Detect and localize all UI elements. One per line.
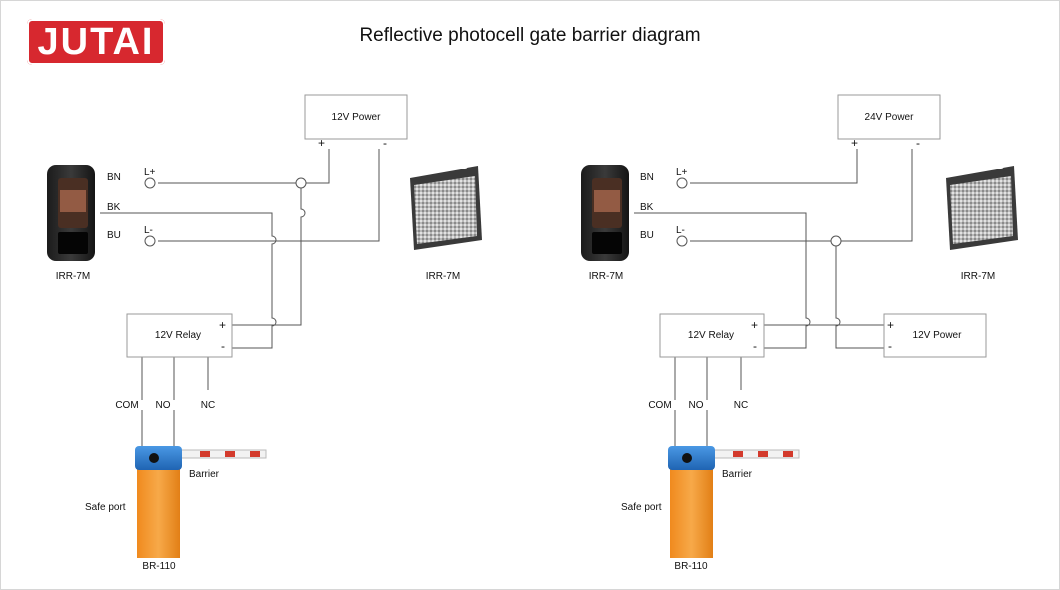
power-plus-left: + xyxy=(318,136,325,150)
reflector-label-right: IRR-7M xyxy=(961,271,995,282)
relay-output-no-right: NO xyxy=(689,400,704,411)
jutai-logo: JUTAI xyxy=(27,19,165,65)
relay-output-no-left: NO xyxy=(156,400,171,411)
left-diagram xyxy=(100,149,380,446)
terminal-lplus-left xyxy=(144,177,156,189)
right-diagram xyxy=(634,149,913,446)
reflector-label-left: IRR-7M xyxy=(426,271,460,282)
wire-bk-right xyxy=(634,212,811,349)
photocell-label-right: IRR-7M xyxy=(589,271,623,282)
wire-label-bk-left: BK xyxy=(107,202,121,213)
relay-power-label-right: 12V Power xyxy=(913,330,963,341)
relay-output-com-left: COM xyxy=(115,400,138,411)
relay-output-nc-right: NC xyxy=(734,400,748,411)
power-minus-left: - xyxy=(383,136,387,150)
barrier-model-right: BR-110 xyxy=(674,561,708,572)
wire-bu-left xyxy=(158,149,380,242)
barrier-label-left: Barrier xyxy=(189,469,220,480)
reflector-right xyxy=(946,163,1018,250)
relay-box-left xyxy=(126,313,233,358)
power-box-right xyxy=(837,94,941,140)
terminal-label-lplus-right: L+ xyxy=(676,167,688,178)
barrier-right xyxy=(668,446,800,558)
photocell-label-left: IRR-7M xyxy=(56,271,90,282)
wire-bn-left xyxy=(158,149,330,184)
wire-label-bn-left: BN xyxy=(107,172,121,183)
terminal-lplus-right xyxy=(676,177,688,189)
safe-port-label-right: Safe port xyxy=(621,502,662,513)
relay-output-nc-left: NC xyxy=(201,400,215,411)
terminal-label-lminus-right: L- xyxy=(676,225,685,236)
wire-label-bk-right: BK xyxy=(640,202,654,213)
relay-output-com-right: COM xyxy=(648,400,671,411)
wire-bu-right xyxy=(690,149,913,242)
terminal-lminus-right xyxy=(676,235,688,247)
diagram-title: Reflective photocell gate barrier diagra… xyxy=(359,25,701,46)
relay-label-right: 12V Relay xyxy=(688,330,734,341)
junction-left xyxy=(295,177,307,189)
photocell-right xyxy=(581,165,629,261)
relay-box-right xyxy=(659,313,765,358)
wire-label-bn-right: BN xyxy=(640,172,654,183)
barrier-label-right: Barrier xyxy=(722,469,753,480)
relay-label-left: 12V Relay xyxy=(155,330,201,341)
power-minus-right: - xyxy=(916,136,920,150)
power-box-left xyxy=(304,94,408,140)
wire-bk-left xyxy=(100,212,277,349)
relay-plus-left: + xyxy=(219,318,226,332)
terminal-lminus-left xyxy=(144,235,156,247)
relay-minus-left: - xyxy=(221,339,225,353)
logo-text: JUTAI xyxy=(37,21,155,63)
wire-label-bu-right: BU xyxy=(640,230,654,241)
reflector-left xyxy=(410,163,482,250)
safe-port-label-left: Safe port xyxy=(85,502,126,513)
relay-minus-right: - xyxy=(753,339,757,353)
barrier-left xyxy=(135,446,267,558)
barrier-model-left: BR-110 xyxy=(142,561,176,572)
terminal-label-lminus-left: L- xyxy=(144,225,153,236)
terminal-label-lplus-left: L+ xyxy=(144,167,156,178)
wire-power-relay-left xyxy=(232,183,306,326)
photocell-left xyxy=(47,165,95,261)
power-plus-right: + xyxy=(851,136,858,150)
relay-power-box-right xyxy=(883,313,987,358)
junction-right xyxy=(830,235,842,247)
relay-plus-right: + xyxy=(751,318,758,332)
power-label-left: 12V Power xyxy=(332,112,382,123)
relay-power-plus-right: + xyxy=(887,318,894,332)
relay-power-minus-right: - xyxy=(888,339,892,353)
power-label-right: 24V Power xyxy=(865,112,915,123)
wire-relay-minus-right xyxy=(835,246,884,349)
wire-bn-right xyxy=(690,149,858,184)
wire-label-bu-left: BU xyxy=(107,230,121,241)
